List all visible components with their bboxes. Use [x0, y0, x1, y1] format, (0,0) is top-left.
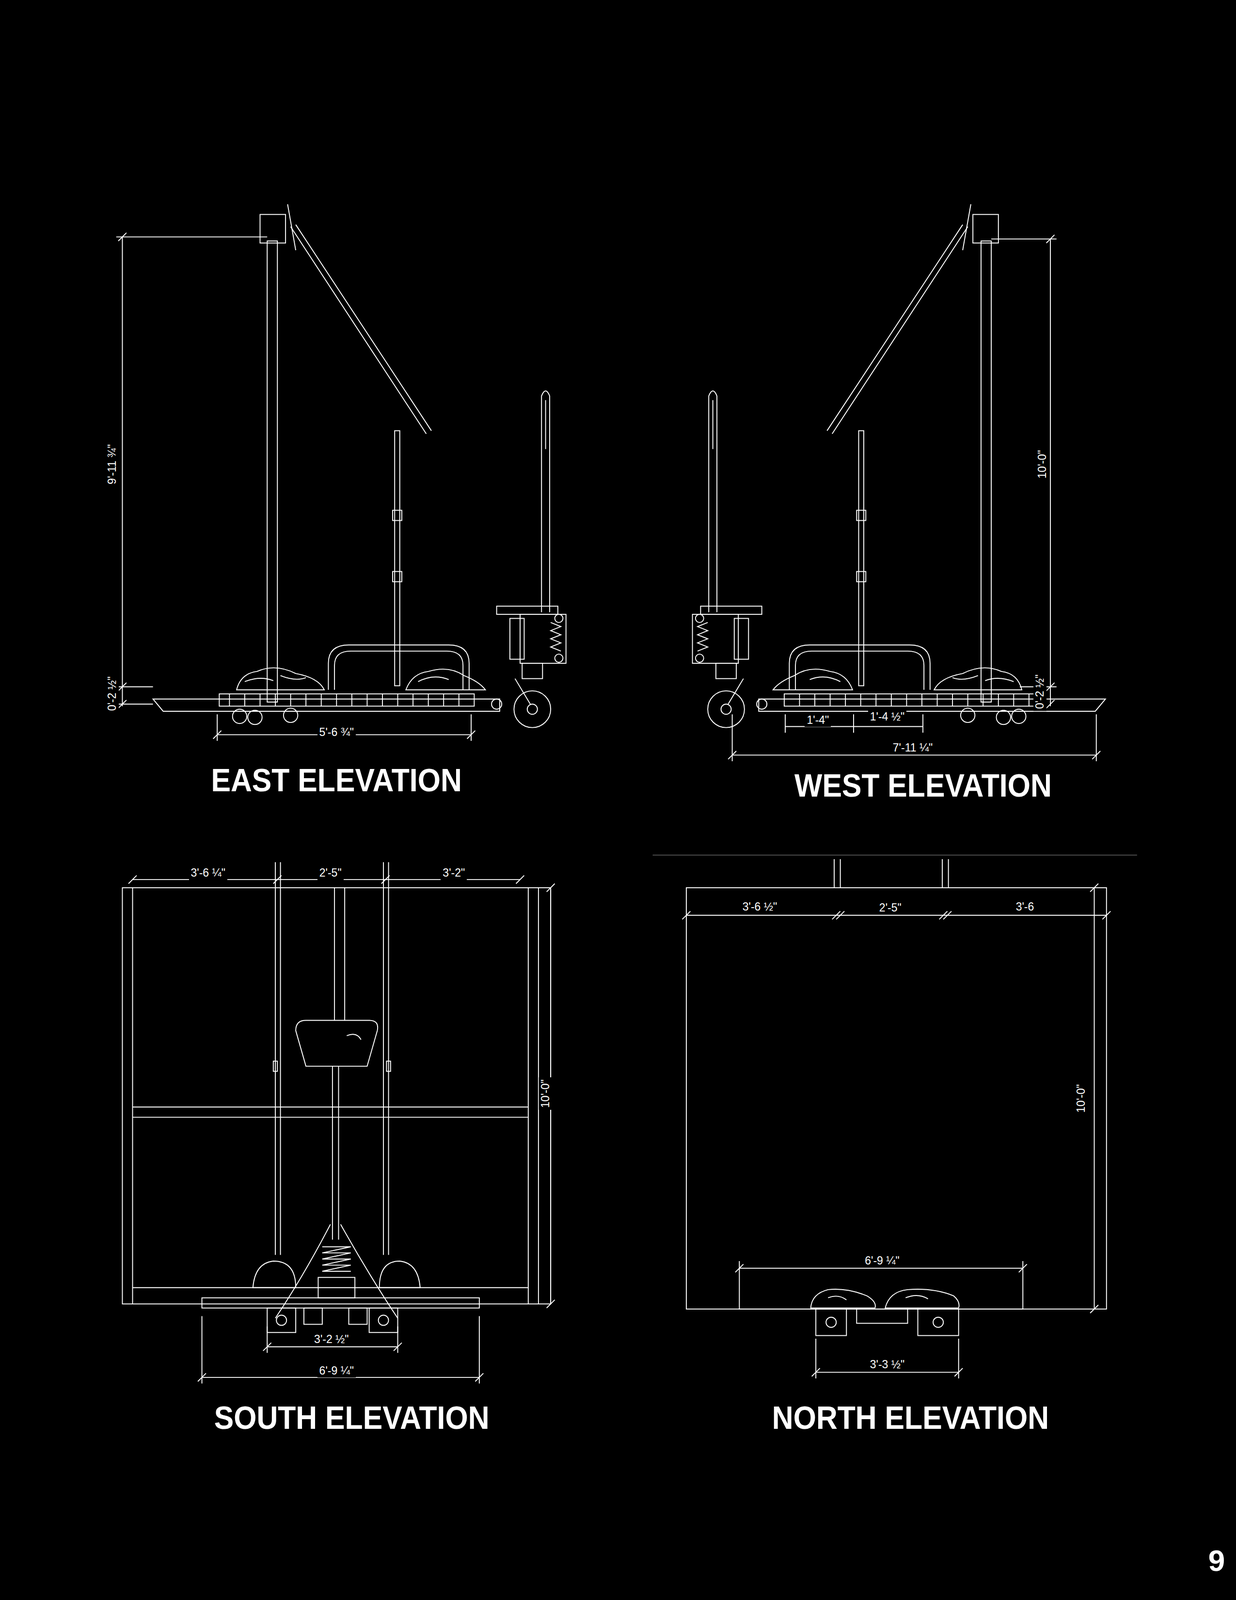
dimension-label: 1'-4 ½": [868, 710, 907, 724]
dimension-label: 7'-11 ¼": [890, 741, 935, 755]
dimension-label: 10'-0": [1074, 1082, 1088, 1115]
dimension-label: 6'-9 ¼": [862, 1253, 902, 1268]
dimension-label: 9'-11 ¾": [105, 442, 119, 486]
dimension-label: 1'-4": [804, 713, 831, 727]
elevation-title: EAST ELEVATION: [211, 762, 462, 798]
dimension-label: 10'-0": [1035, 447, 1049, 481]
dimension-label: 2'-5": [877, 901, 904, 915]
elevation-title: SOUTH ELEVATION: [214, 1399, 490, 1436]
dimension-label: 2'-5": [317, 866, 344, 880]
dimension-label: 3'-6: [1014, 900, 1037, 914]
dimension-label: 3'-2": [440, 866, 467, 880]
dimension-label: 0'-2 ½": [105, 674, 119, 713]
elevation-title: NORTH ELEVATION: [772, 1399, 1049, 1436]
dimension-label: 3'-6 ¼": [189, 866, 228, 880]
dimension-label: 6'-9 ¼": [317, 1363, 356, 1378]
dimension-label: 3'-6 ½": [740, 900, 779, 914]
dimension-label: 3'-3 ½": [868, 1357, 907, 1371]
elevation-title: WEST ELEVATION: [794, 767, 1052, 804]
dimension-label: 0'-2 ½": [1033, 672, 1047, 711]
page-number: 9: [1208, 1543, 1225, 1577]
dimension-label: 10'-0": [538, 1077, 553, 1110]
dimension-label: 5'-6 ¾": [317, 725, 356, 739]
dimension-label: 3'-2 ½": [312, 1332, 351, 1346]
